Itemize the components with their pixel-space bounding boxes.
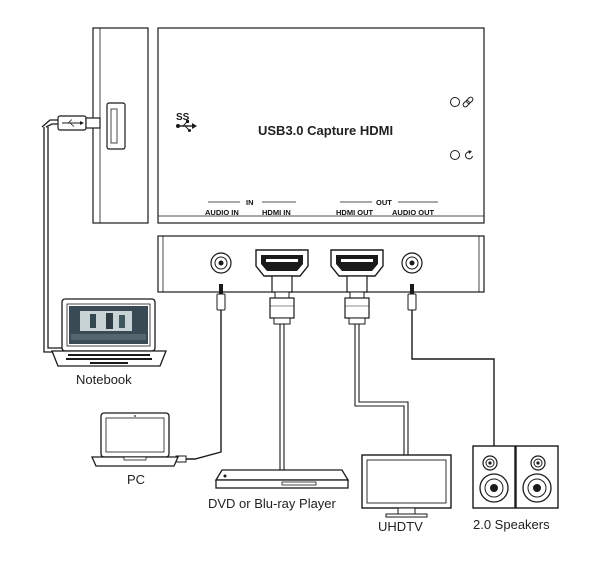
- tv-label: UHDTV: [378, 519, 423, 534]
- pc-label: PC: [127, 472, 145, 487]
- notebook-label: Notebook: [76, 372, 132, 387]
- link-icon: [462, 96, 474, 108]
- audio-in-cable: [175, 284, 226, 463]
- speakers-label: 2.0 Speakers: [473, 517, 550, 532]
- port-label-audio-out: AUDIO OUT: [392, 208, 435, 217]
- tv-icon: [361, 454, 452, 518]
- svg-text:SS: SS: [176, 112, 190, 123]
- port-label-audio-in: AUDIO IN: [205, 208, 239, 217]
- port-label-hdmi-out: HDMI OUT: [336, 208, 373, 217]
- speaker-left-icon: [472, 445, 516, 509]
- player-icon: [214, 469, 350, 489]
- in-group-label: IN: [208, 198, 296, 207]
- svg-text:IN: IN: [246, 198, 254, 207]
- hdmi-out-port: [330, 249, 384, 277]
- hdmi-out-cable: [344, 275, 409, 455]
- usb-ss-icon: SS: [176, 112, 197, 132]
- port-label-hdmi-in: HDMI IN: [262, 208, 291, 217]
- audio-out-cable: [407, 284, 495, 446]
- player-label: DVD or Blu-ray Player: [208, 496, 337, 511]
- audio-out-jack: [401, 252, 423, 274]
- signal-led: [450, 150, 460, 160]
- out-group-label: OUT: [340, 198, 438, 207]
- hdmi-in-port: [255, 249, 309, 277]
- port-panel: [157, 235, 485, 293]
- power-led: [450, 97, 460, 107]
- device-title: USB3.0 Capture HDMI: [258, 123, 393, 138]
- refresh-icon: [465, 150, 473, 160]
- pc-icon: [90, 412, 180, 467]
- usb-icon: [62, 119, 84, 127]
- svg-text:OUT: OUT: [376, 198, 392, 207]
- hdmi-in-cable: [269, 275, 295, 470]
- notebook-icon: [51, 298, 167, 367]
- usb-side-panel: [92, 27, 149, 224]
- capture-device-body: SS USB3.0 Capture HDMI IN: [157, 27, 485, 224]
- speaker-right-icon: [515, 445, 559, 509]
- audio-in-jack: [210, 252, 232, 274]
